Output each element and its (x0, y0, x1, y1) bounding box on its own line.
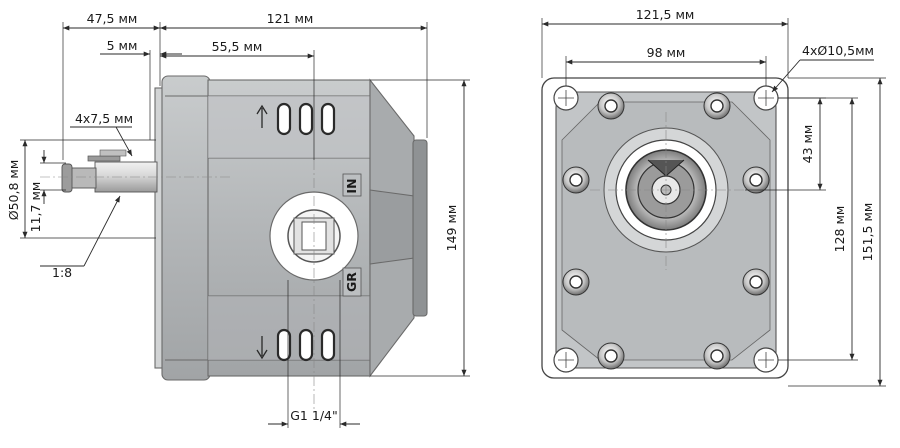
mounting-hole-bottom-right (753, 347, 779, 373)
top-slot-row (256, 102, 336, 136)
dim-label-128: 128 мм (832, 206, 847, 253)
dim-label-98: 98 мм (647, 45, 686, 60)
flow-arrow-up-icon (256, 104, 268, 128)
dim-label-121: 121 мм (267, 11, 314, 26)
dim-label-1-8: 1:8 (52, 265, 72, 280)
dim-label-5: 5 мм (107, 38, 138, 53)
dim-label-121-5: 121,5 мм (636, 7, 695, 22)
dim-label-151-5: 151,5 мм (860, 203, 875, 262)
dim-label-4x10-5: 4xØ10,5мм (802, 43, 874, 58)
dim-label-149: 149 мм (444, 205, 459, 252)
dim-label-43: 43 мм (800, 125, 815, 164)
side-view: IN GR 47,5 мм 121 мм 5 мм 55,5 м (6, 11, 470, 428)
body-bolts (562, 92, 770, 370)
front-view: 121,5 мм 98 мм 4xØ10,5мм 43 мм 128 мм 15… (541, 7, 886, 387)
in-marking: IN (344, 178, 359, 193)
dim-label-g1-1-4: G1 1/4" (290, 408, 337, 423)
side-front-cap (412, 139, 428, 317)
mounting-hole-top-left (553, 85, 579, 111)
dim-label-47-5: 47,5 мм (87, 11, 138, 26)
dim-label-50-8: Ø50,8 мм (6, 160, 21, 221)
dim-label-4x7-5: 4x7,5 мм (75, 111, 133, 126)
drive-shaft (61, 149, 158, 193)
dim-label-55-5: 55,5 мм (212, 39, 263, 54)
side-body-left-block (161, 75, 211, 381)
dim-label-11-7: 11,7 мм (28, 182, 43, 233)
bottom-slot-row (256, 328, 336, 362)
flow-arrow-down-icon (256, 336, 268, 360)
mounting-hole-bottom-left (553, 347, 579, 373)
gr-marking: GR (344, 272, 359, 292)
